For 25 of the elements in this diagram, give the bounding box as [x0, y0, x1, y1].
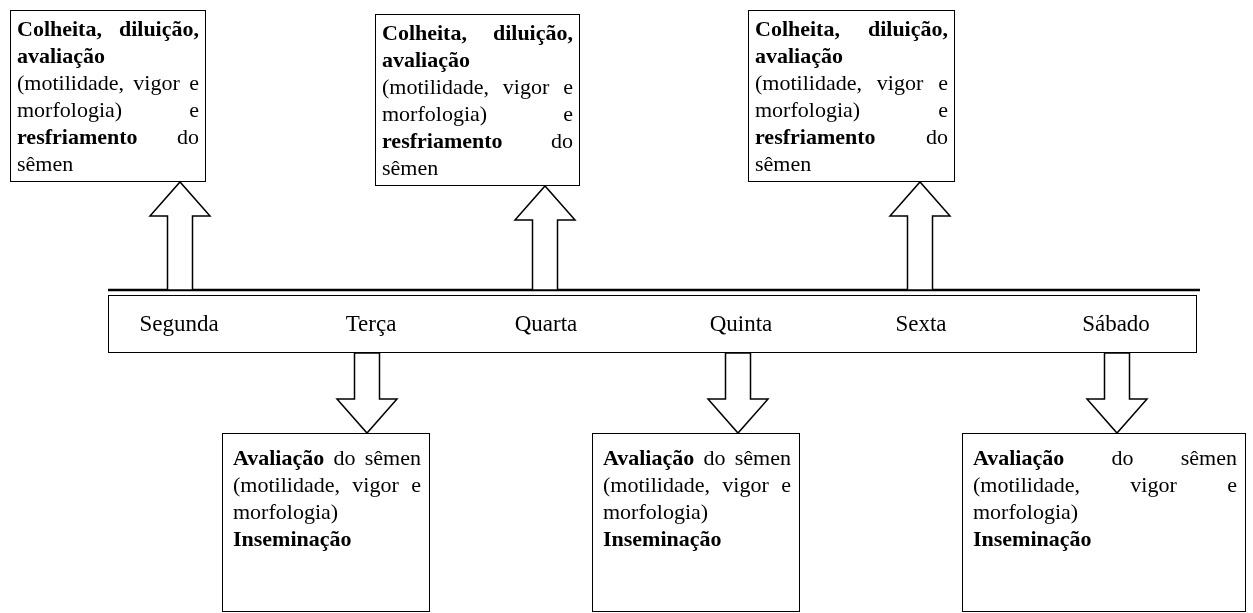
block-arrow	[148, 180, 212, 291]
day-label: Quinta	[709, 310, 773, 337]
description-text: Colheita, diluição, avaliação (motilidade, vigor e morfologia) e resfriamento do sêmen	[382, 19, 573, 181]
step-heading: Inseminação	[973, 525, 1093, 552]
day-label: Terça	[345, 310, 397, 337]
block-arrow	[706, 352, 770, 435]
description-text: Colheita, diluição, avaliação (motilidade, vigor e morfologia) e resfriamento do sêmen	[17, 15, 199, 177]
step-heading: Inseminação	[603, 525, 723, 552]
day-label: Segunda	[139, 310, 219, 337]
timeline-bar	[108, 295, 1197, 353]
block-arrow	[888, 180, 952, 291]
day-label: Quarta	[514, 310, 578, 337]
description-text: Avaliação do sêmen (motilidade, vigor e morfologia)	[973, 444, 1237, 525]
block-arrow	[1085, 352, 1149, 435]
step-heading: Inseminação	[233, 525, 353, 552]
text-box	[592, 433, 800, 612]
block-arrow	[335, 352, 399, 435]
description-text: Avaliação do sêmen (motilidade, vigor e morfologia)	[603, 444, 791, 525]
description-text: Colheita, diluição, avaliação (motilidade, vigor e morfologia) e resfriamento do sêmen	[755, 15, 948, 177]
day-label: Sexta	[895, 310, 947, 337]
text-box	[962, 433, 1246, 612]
day-label: Sábado	[1082, 310, 1150, 337]
text-box	[222, 433, 430, 612]
description-text: Avaliação do sêmen (motilidade, vigor e morfologia)	[233, 444, 421, 525]
block-arrow	[513, 184, 577, 291]
